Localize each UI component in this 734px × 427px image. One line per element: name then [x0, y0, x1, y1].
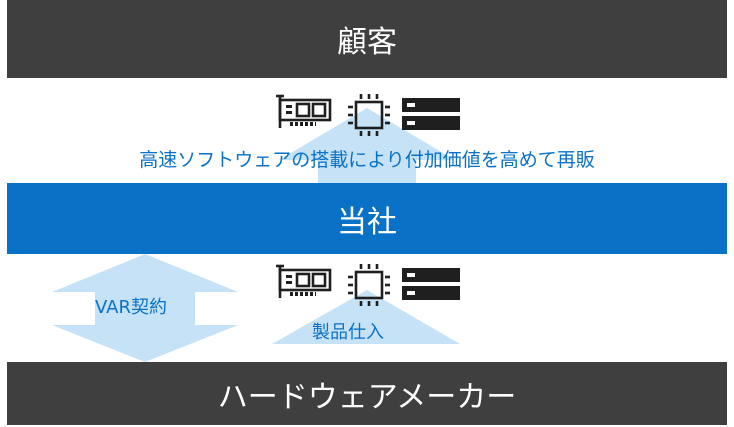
- cpu-chip-icon: [348, 94, 390, 136]
- hardware-maker-band: ハードウェアメーカー: [7, 362, 727, 425]
- server-icon: [402, 98, 460, 130]
- hardware-maker-label: ハードウェアメーカー: [217, 379, 517, 415]
- cpu-chip-icon: [348, 264, 390, 306]
- customer-label: 顧客: [337, 25, 397, 60]
- up-arrow-top: [279, 108, 455, 183]
- network-card-icon: [276, 264, 332, 298]
- company-label: 当社: [337, 204, 397, 240]
- customer-band: 顧客: [7, 0, 727, 78]
- var-double-arrow: [52, 254, 238, 362]
- top-icon-row: [276, 94, 460, 136]
- value-add-caption: 高速ソフトウェアの搭載により付加価値を高めて再販: [139, 149, 595, 171]
- purchase-caption: 製品仕入: [312, 322, 384, 343]
- buy-up-arrow: [272, 290, 460, 344]
- var-contract-caption: VAR契約: [95, 297, 167, 318]
- network-card-icon: [276, 94, 332, 128]
- server-icon: [402, 268, 460, 300]
- bottom-icon-row: [276, 264, 460, 306]
- company-band: 当社: [7, 183, 727, 254]
